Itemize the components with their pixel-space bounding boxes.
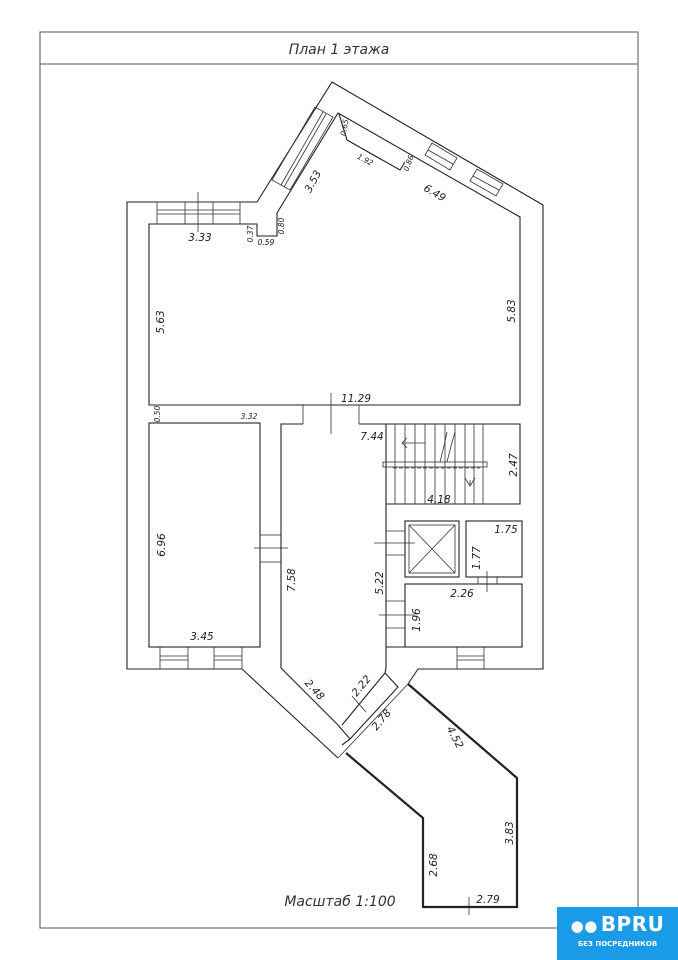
- elevator-shaft: [374, 520, 460, 578]
- drawing-frame: [39, 31, 639, 929]
- door-left-room: [254, 534, 288, 563]
- vestibule: [337, 672, 409, 759]
- dimension-label: 4.52: [444, 724, 466, 751]
- dimension-label: 0.50: [153, 405, 162, 422]
- dimension-label: 3.33: [188, 232, 211, 244]
- corridor-right-wall: [341, 423, 387, 726]
- dimension-label: 6.96: [156, 533, 168, 557]
- plan-title: План 1 этажа: [289, 42, 390, 58]
- wall-niche: [338, 113, 406, 171]
- people-key-icon: ●●: [570, 917, 598, 935]
- door-bottom-right-room: [379, 600, 415, 629]
- dimension-label: 5.63: [155, 310, 167, 333]
- outer-walls: [126, 81, 544, 759]
- logo-brand: BPRU: [600, 912, 665, 936]
- logo-tagline: БЕЗ ПОСРЕДНИКОВ: [577, 940, 658, 948]
- dimension-label: 6.49: [421, 182, 448, 204]
- room-living: [148, 112, 521, 406]
- windows: [156, 106, 504, 670]
- dimension-label: 2.79: [476, 894, 500, 906]
- dimension-label: 11.29: [341, 393, 371, 405]
- dimension-label: 3.53: [303, 168, 325, 194]
- scale-label: Масштаб 1:100: [284, 894, 395, 910]
- bpru-logo: ●●BPRU БЕЗ ПОСРЕДНИКОВ: [557, 907, 678, 960]
- dimension-label: 2.26: [450, 588, 474, 600]
- dimension-label: 0.59: [258, 238, 275, 247]
- dimension-label: 3.83: [504, 821, 516, 844]
- dimension-label: 4.18: [427, 494, 451, 506]
- door-corridor: [302, 393, 360, 434]
- dimension-label: 1.77: [471, 546, 483, 570]
- dimension-label: 0.65: [339, 118, 351, 136]
- corridor: [280, 423, 339, 726]
- dimension-label: 5.83: [506, 299, 518, 322]
- dimension-label: 2.22: [350, 673, 374, 699]
- balcony: [345, 683, 519, 915]
- dimension-label: 3.32: [241, 412, 258, 421]
- room-small: [465, 520, 523, 578]
- dimension-label: 0.37: [246, 225, 255, 242]
- dimension-label: 2.78: [370, 707, 394, 733]
- dimension-label: 2.47: [508, 453, 520, 477]
- dimension-label: 3.45: [190, 631, 214, 643]
- dimension-label: 0.86: [402, 154, 416, 173]
- dimension-label: 1.75: [494, 524, 518, 536]
- dimension-label: 5.22: [374, 571, 386, 595]
- staircase: [382, 423, 521, 505]
- dimension-label: 7.44: [360, 431, 383, 443]
- dimension-label: 1.96: [411, 608, 423, 632]
- dimension-label: 7.58: [286, 568, 298, 592]
- door-small-room: [477, 571, 498, 592]
- dimension-labels: 3.33 0.37 0.59 0.80 3.53 0.65 1.92 0.86 …: [153, 118, 520, 906]
- dimension-label: 2.68: [428, 853, 440, 877]
- dimension-label: 2.48: [302, 677, 327, 703]
- dimension-label: 0.80: [277, 217, 286, 234]
